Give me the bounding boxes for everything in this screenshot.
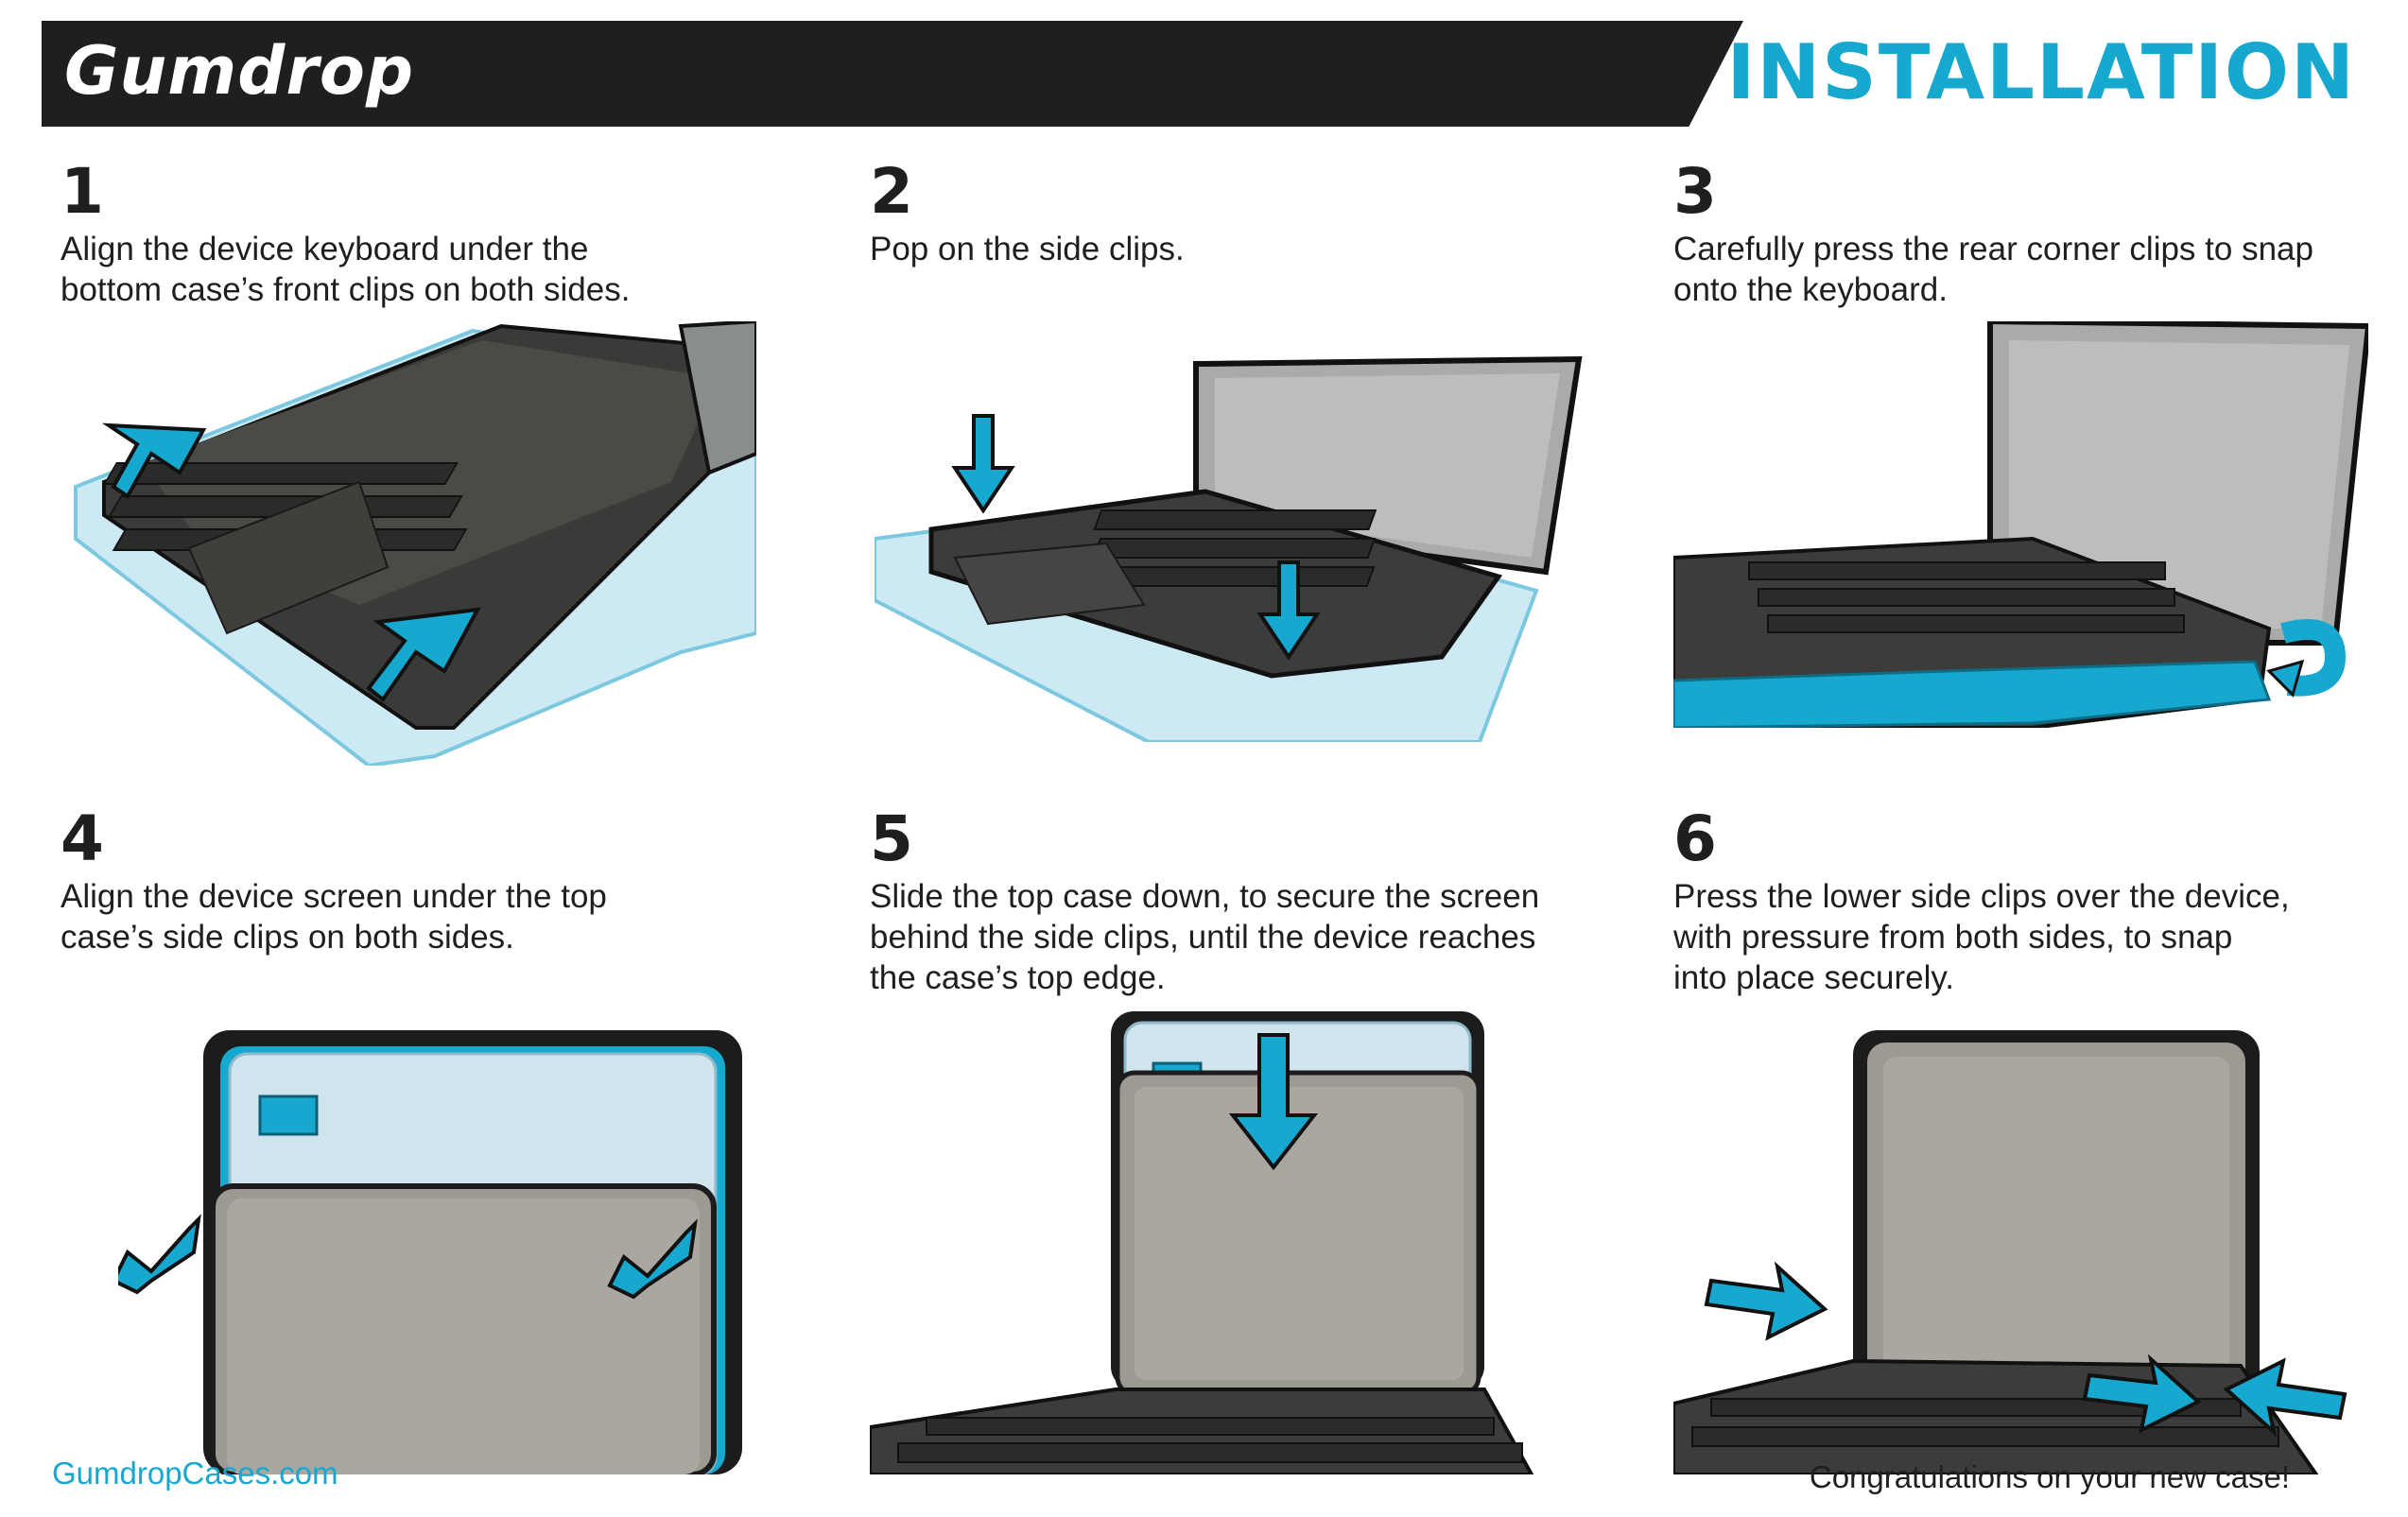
step-3-illustration: [1673, 321, 2368, 728]
step-1-illustration: [57, 321, 756, 766]
step-description: Carefully press the rear corner clips to…: [1673, 231, 2313, 308]
step-number: 5: [870, 802, 913, 875]
step-5: 5 Slide the top case down, to secure the…: [870, 808, 1539, 998]
step-description: Align the device keyboard under the bott…: [61, 231, 631, 308]
step-number: 3: [1673, 155, 1717, 228]
step-2: 2 Pop on the side clips.: [870, 161, 1185, 269]
step-number: 1: [61, 155, 104, 228]
step-4: 4 Align the device screen under the top …: [61, 808, 607, 957]
step-2-illustration: [875, 354, 1593, 742]
website-link[interactable]: GumdropCases.com: [52, 1456, 338, 1491]
step-5-illustration: [870, 1007, 1565, 1474]
step-description: Press the lower side clips over the devi…: [1673, 878, 2290, 996]
step-description: Pop on the side clips.: [870, 231, 1185, 267]
header-bar: [42, 21, 1743, 127]
step-number: 2: [870, 155, 913, 228]
brand-logo: Gumdrop: [64, 32, 415, 110]
step-number: 4: [61, 802, 104, 875]
step-number: 6: [1673, 802, 1717, 875]
closing-message: Congratulations on your new case!: [1809, 1459, 2290, 1494]
page-title: INSTALLATION: [1726, 28, 2356, 116]
step-description: Slide the top case down, to secure the s…: [870, 878, 1540, 996]
step-1: 1 Align the device keyboard under the bo…: [61, 161, 630, 310]
step-description: Align the device screen under the top ca…: [61, 878, 607, 956]
step-4-illustration: [118, 1026, 752, 1474]
step-3: 3 Carefully press the rear corner clips …: [1673, 161, 2313, 310]
step-6-illustration: [1673, 1026, 2368, 1474]
step-6: 6 Press the lower side clips over the de…: [1673, 808, 2290, 998]
